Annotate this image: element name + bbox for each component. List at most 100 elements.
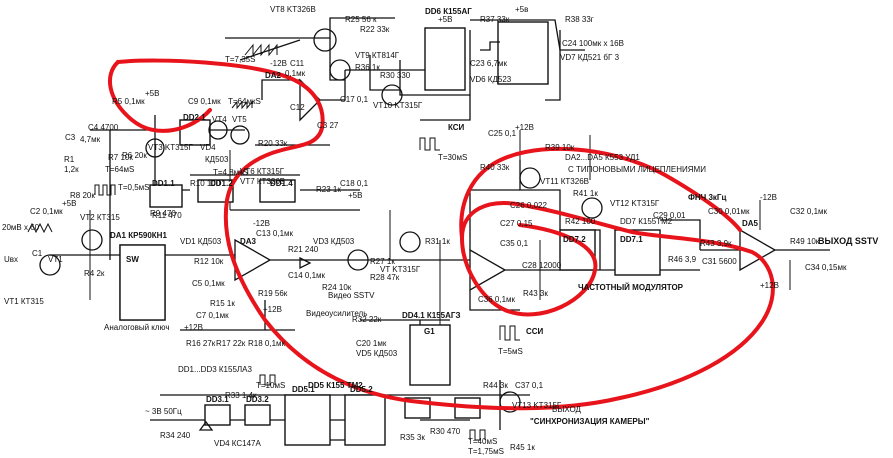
label-r30: R30 330 [380, 71, 411, 80]
vt2-symbol [81, 229, 103, 251]
label-dd6a: DD6 К155АГ [425, 7, 472, 16]
label-c3-27: C3 27 [317, 121, 339, 130]
label-t64b: T=64мS [105, 165, 134, 174]
label-r1v: 1,2к [64, 165, 79, 174]
vt4-symbol [208, 120, 228, 140]
label-r35: R35 3к [400, 433, 425, 442]
label-vt315: VT KT315Г [380, 265, 421, 274]
label-c2: C2 0,1мк [30, 207, 63, 216]
diode-vd6 [480, 41, 500, 51]
dd3-1-block [204, 404, 231, 426]
label-t175: T=1,75мS [468, 447, 504, 456]
dd3-2-block [244, 404, 271, 426]
label-c31: C31 5600 [702, 257, 737, 266]
label-r10: R10 100 [190, 179, 221, 188]
label-c27: C27 0,15 [500, 219, 533, 228]
label-plus12-a: +12В [263, 305, 282, 314]
label-vd1: VD1 КД503 [180, 237, 222, 246]
label-da-list: DA2...DA5 К553 УД1 [565, 153, 640, 162]
label-r39: R39 10к [545, 143, 575, 152]
label-r12: R12 10к [194, 257, 224, 266]
label-r20: R20 33к [258, 139, 288, 148]
label-r37: R37 33к [480, 15, 510, 24]
label-c4: C4 4700 [88, 123, 119, 132]
label-c13: C13 0,1мк [256, 229, 294, 238]
ic-blocks [119, 21, 661, 446]
label-c9: C9 0,1мк [188, 97, 221, 106]
label-plus12-c: +12В [515, 123, 534, 132]
label-vd6: VD6 КД523 [470, 75, 512, 84]
active-components [39, 28, 603, 431]
label-c20: C20 1мк [356, 339, 387, 348]
label-r43b: R43 3,9к [700, 239, 732, 248]
waveforms [27, 43, 520, 441]
label-da1: DA1 КР590КН1 [110, 231, 167, 240]
label-dd32: DD3.2 [246, 395, 269, 404]
label-r45: R45 1к [510, 443, 535, 452]
label-dd14: DD1.4 [270, 179, 293, 188]
red-highlight-right [459, 146, 742, 240]
label-r15: R15 1к [210, 299, 235, 308]
label-videoamp: Видеоусилитель [306, 309, 367, 318]
label-r6: R6 20к [122, 151, 147, 160]
label-dd2: DD2.1 [183, 113, 206, 122]
vt12-symbol [581, 197, 603, 219]
label-r34: R34 240 [160, 431, 191, 440]
label-r27: R27 1к [370, 257, 395, 266]
label-c34: C34 0,15мк [805, 263, 847, 272]
label-c28: C28 12000 [522, 261, 562, 270]
red-highlight-loop [116, 58, 775, 411]
label-fnch: ФНЧ 3кГц [688, 193, 726, 202]
label-ssi: ССИ [526, 327, 544, 336]
label-t05: T=0,5мS [118, 183, 150, 192]
label-t40: T=40мS [468, 437, 497, 446]
label-vt1: VT1 [48, 255, 63, 264]
dd6-2-block [497, 21, 549, 85]
label-r9: R9 470 [150, 209, 176, 218]
label-c30: C30 0,01мк [708, 207, 750, 216]
label-dd7: DD7 К155ТМ2 [620, 217, 673, 226]
label-dd5: DD5 К155 ТМ2 [308, 381, 363, 390]
label-vt12: VT12 KT315Г [610, 199, 660, 208]
dd1-2-block [197, 179, 234, 203]
label-dd71: DD7.1 [620, 235, 643, 244]
label-plus5-b: +5в [515, 5, 528, 14]
label-c35: C35 0,1 [500, 239, 529, 248]
label-t30: T=30мS [438, 153, 467, 162]
label-r1: R1 [64, 155, 75, 164]
label-analog: Аналоговый ключ [104, 323, 170, 332]
label-vd4: VD4 [200, 143, 216, 152]
label-c14: C14 0,1мк [288, 271, 326, 280]
label-r18: R18 0,1мк [248, 339, 286, 348]
label-ui20: 20мВ х 60 [2, 223, 40, 232]
label-r40: R40 33к [480, 163, 510, 172]
label-c-tin: С ТИПОНОВЫМИ ЛИЦЕПЛЕНИЯМИ [568, 165, 706, 174]
label-vyhod: ВЫХОД SSTV [818, 236, 878, 246]
label-c5: C5 0,1мк [192, 279, 225, 288]
diode-vd3 [299, 256, 312, 270]
label-plus5-d: +5В [348, 191, 362, 200]
label-sw: SW [126, 255, 139, 264]
label-r28: R28 47к [370, 273, 400, 282]
label-vt2: VT2 КТ315 [80, 213, 120, 222]
label-t48: T=4,8мкS [213, 168, 248, 177]
label-t5ms: T=5мS [498, 347, 523, 356]
label-c11v: 0,1мк [285, 69, 306, 78]
label-r42: R42 100 [565, 217, 596, 226]
label-r31: R31 1к [425, 237, 450, 246]
label-plus12-d: +12В [760, 281, 779, 290]
label-r22: R22 33к [360, 25, 390, 34]
label-r11: R11 470 [152, 211, 182, 220]
label-r4: R4 2к [84, 269, 105, 278]
label-r43: R43 3к [523, 289, 548, 298]
label-c36: C36 0,1мк [478, 295, 516, 304]
label-vt3: VT3 KT315Г [148, 143, 193, 152]
label-r19: R19 56к [258, 289, 288, 298]
label-r30b: R30 470 [430, 427, 461, 436]
label-plus12-b: +12В [184, 323, 203, 332]
label-vyhod2: ВЫХОД [552, 405, 582, 414]
label-c3: C3 [65, 133, 76, 142]
label-dd4: DD4.1 К155АГЗ [402, 311, 460, 320]
label-c37: C37 0,1 [515, 381, 544, 390]
label-vt13: VT13 KT315Г [512, 401, 562, 410]
